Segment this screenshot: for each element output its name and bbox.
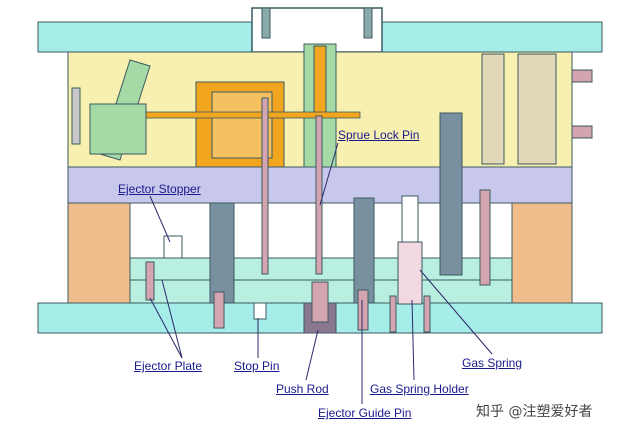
- ejector-pin-1: [261, 97, 269, 275]
- ejector-plate-bolt: [145, 261, 155, 301]
- pin-right-1: [479, 189, 491, 286]
- spacer-block-right: [511, 202, 573, 304]
- right-guide-bushing: [481, 53, 505, 165]
- label-gas-spring: Gas Spring: [462, 356, 523, 370]
- guide-pin-base: [357, 289, 369, 331]
- sprue-lock-pin-shaft: [315, 115, 323, 275]
- label-ejector-guide-pin: Ejector Guide Pin: [318, 406, 412, 420]
- bushing-bolt-left: [261, 7, 271, 39]
- spacer-block-left: [67, 202, 131, 304]
- leader-lines: [149, 142, 493, 404]
- sprue-channel: [313, 45, 327, 117]
- label-stop-pin: Stop Pin: [234, 359, 280, 373]
- label-gas-spring-holder: Gas Spring Holder: [370, 382, 469, 396]
- label-ejector-plate: Ejector Plate: [134, 359, 203, 373]
- label-ejector-stopper: Ejector Stopper: [118, 182, 201, 196]
- label-push-rod: Push Rod: [276, 382, 329, 396]
- right-guide-bushing-2: [517, 53, 557, 165]
- holder-bolt-1: [389, 295, 397, 333]
- label-sprue-lock-pin: Sprue Lock Pin: [338, 128, 420, 142]
- gas-spring-rod: [401, 195, 419, 243]
- right-fitting-top: [571, 69, 593, 83]
- bushing-bolt-right: [363, 7, 373, 39]
- holder-bolt-2: [423, 295, 431, 333]
- ejector-stopper-block: [163, 235, 183, 259]
- slide-block: [89, 103, 147, 155]
- stop-pin-left: [213, 291, 225, 329]
- push-rod-inner: [311, 281, 329, 323]
- right-fitting-bottom: [571, 125, 593, 139]
- left-bolt: [71, 87, 81, 145]
- support-pillar-left: [209, 202, 235, 304]
- support-pillar-right: [439, 112, 463, 276]
- gas-spring-body: [397, 241, 423, 305]
- runner-channel: [139, 111, 361, 119]
- ejector-guide-pin-body: [353, 197, 375, 304]
- stop-pin-center: [253, 302, 267, 320]
- watermark-text: 知乎 @注塑爱好者: [476, 404, 593, 420]
